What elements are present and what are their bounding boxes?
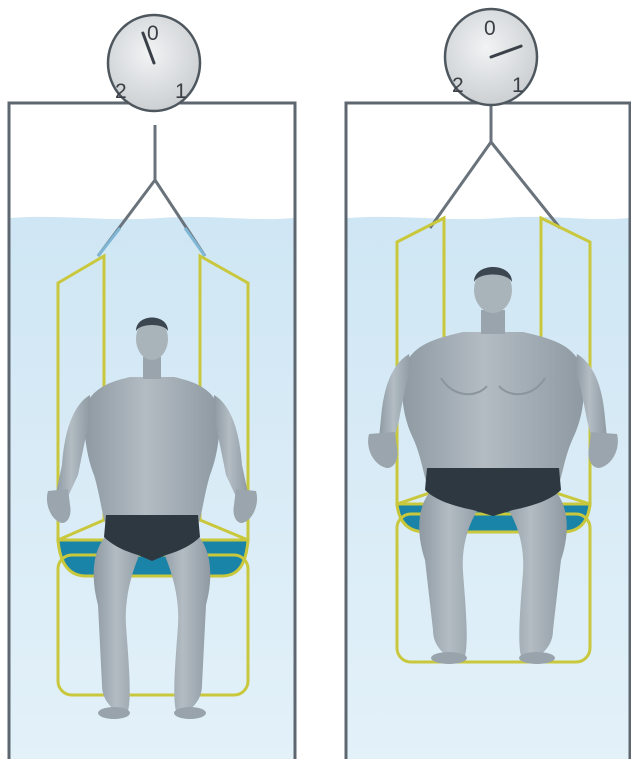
scale-dial: 0 1 2 [445,9,537,105]
panel-right: 0 1 2 [346,9,630,759]
panel-left: 0 1 2 [9,15,295,759]
scale-mark-1: 1 [175,80,187,103]
scale-mark-2: 2 [115,80,127,103]
scale-mark-1: 1 [512,74,524,97]
scale-mark-0: 0 [484,17,496,40]
scale-mark-2: 2 [452,74,464,97]
scale-dial: 0 1 2 [108,15,200,111]
scale-mark-0: 0 [147,22,159,45]
